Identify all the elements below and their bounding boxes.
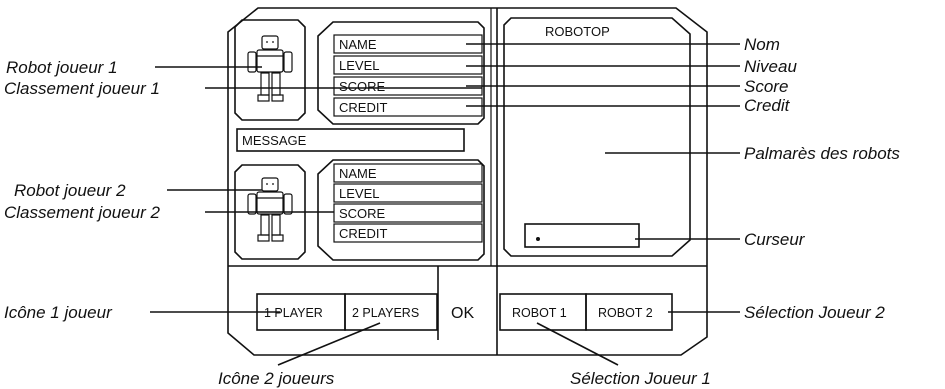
callout-curseur: Curseur [744, 230, 806, 249]
callout-robot-joueur-1: Robot joueur 1 [6, 58, 118, 77]
callout-robot-joueur-2: Robot joueur 2 [14, 181, 126, 200]
robotop-title: ROBOTOP [545, 24, 610, 39]
robot-2-label: ROBOT 2 [598, 306, 653, 320]
callout-palmares: Palmarès des robots [744, 144, 900, 163]
callout-nom: Nom [744, 35, 780, 54]
two-players-button[interactable]: 2 PLAYERS [344, 293, 438, 331]
leader-lines [150, 43, 740, 366]
callout-selection-joueur-2: Sélection Joueur 2 [744, 303, 885, 322]
p2-field-name: NAME [339, 166, 377, 181]
ok-label: OK [451, 305, 474, 322]
message-label: MESSAGE [242, 133, 307, 148]
bottom-bar: 1 PLAYER 2 PLAYERS OK ROBOT 1 ROBOT 2 [256, 266, 673, 340]
robot-portrait-player-2 [234, 164, 306, 260]
p1-field-score: SCORE [339, 79, 386, 94]
message-box: MESSAGE [236, 128, 465, 152]
callout-selection-joueur-1: Sélection Joueur 1 [570, 369, 711, 388]
p2-field-score: SCORE [339, 206, 386, 221]
player-2-fields-panel: NAME LEVEL SCORE CREDIT [317, 159, 485, 261]
callout-icone-2-joueurs: Icône 2 joueurs [218, 369, 335, 388]
callout-niveau: Niveau [744, 57, 797, 76]
callout-credit: Credit [744, 96, 791, 115]
robot-1-label: ROBOT 1 [512, 306, 567, 320]
p1-field-name: NAME [339, 37, 377, 52]
callout-score: Score [744, 77, 788, 96]
cursor-box[interactable] [524, 223, 640, 248]
callout-classement-joueur-2: Classement joueur 2 [4, 203, 160, 222]
robot-1-button[interactable]: ROBOT 1 [499, 293, 587, 331]
p2-field-level: LEVEL [339, 186, 379, 201]
callout-icone-1-joueur: Icône 1 joueur [4, 303, 113, 322]
outer-frame [227, 7, 708, 356]
ok-button[interactable]: OK [451, 305, 474, 322]
robot-portrait-player-1 [234, 19, 306, 121]
robot-2-button[interactable]: ROBOT 2 [585, 293, 673, 331]
robot-2-icon [247, 177, 293, 242]
callout-classement-joueur-1: Classement joueur 1 [4, 79, 160, 98]
p1-field-credit: CREDIT [339, 100, 387, 115]
robot-1-icon [247, 35, 293, 102]
cursor-dot [536, 237, 540, 241]
p1-field-level: LEVEL [339, 58, 379, 73]
player-1-fields-panel: NAME LEVEL SCORE CREDIT [317, 21, 485, 125]
one-player-label: 1 PLAYER [264, 306, 323, 320]
robotop-panel: ROBOTOP [503, 17, 691, 257]
two-players-label: 2 PLAYERS [352, 306, 419, 320]
p2-field-credit: CREDIT [339, 226, 387, 241]
